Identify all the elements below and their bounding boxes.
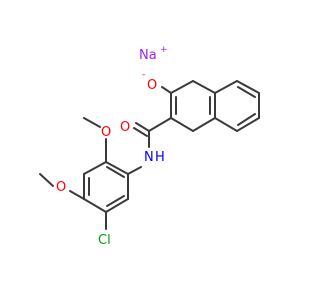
sodium-charge: + xyxy=(160,45,168,55)
bond xyxy=(236,117,260,132)
bond xyxy=(192,117,216,132)
bond xyxy=(237,113,256,126)
bond-n-ring xyxy=(127,166,142,175)
amide-hydrogen-label: H xyxy=(155,150,165,165)
bond xyxy=(83,198,107,213)
bond xyxy=(105,198,129,213)
carbonyl-oxygen-label: O xyxy=(120,120,130,135)
bond-o-ch3 xyxy=(83,117,101,128)
bond-ring-carbonyl xyxy=(148,117,172,132)
bond xyxy=(237,86,256,98)
bond xyxy=(170,117,194,132)
naphthalene-left-ring xyxy=(170,80,216,132)
benzene-ring xyxy=(83,161,129,213)
oxide-charge: - xyxy=(142,70,145,80)
chlorine-label: Cl xyxy=(98,233,111,248)
bond xyxy=(214,80,238,94)
bond xyxy=(105,161,129,175)
bond xyxy=(106,166,125,178)
bond-c-o-double xyxy=(133,127,148,137)
bond-c-o xyxy=(69,190,85,200)
sodium-label: Na xyxy=(139,48,157,63)
bond-c-o-double xyxy=(135,122,150,132)
oxide-oxygen-label: O xyxy=(147,78,157,93)
bond-o-ch3 xyxy=(39,173,54,187)
bond xyxy=(236,80,260,94)
methoxy-oxygen-top-label: O xyxy=(101,125,111,140)
structure-drawing: Na + O - O N H O O Cl xyxy=(39,45,260,248)
bond xyxy=(214,117,238,132)
bond xyxy=(170,80,194,94)
methoxy-oxygen-left-label: O xyxy=(56,180,66,195)
bond xyxy=(106,195,125,207)
amide-nitrogen-label: N xyxy=(144,150,154,165)
bond-c-o xyxy=(161,86,172,94)
bond xyxy=(83,161,107,175)
molecule-diagram: Na + O - O N H O O Cl xyxy=(39,45,260,248)
bond xyxy=(192,80,216,94)
naphthalene-right-ring xyxy=(214,80,260,132)
